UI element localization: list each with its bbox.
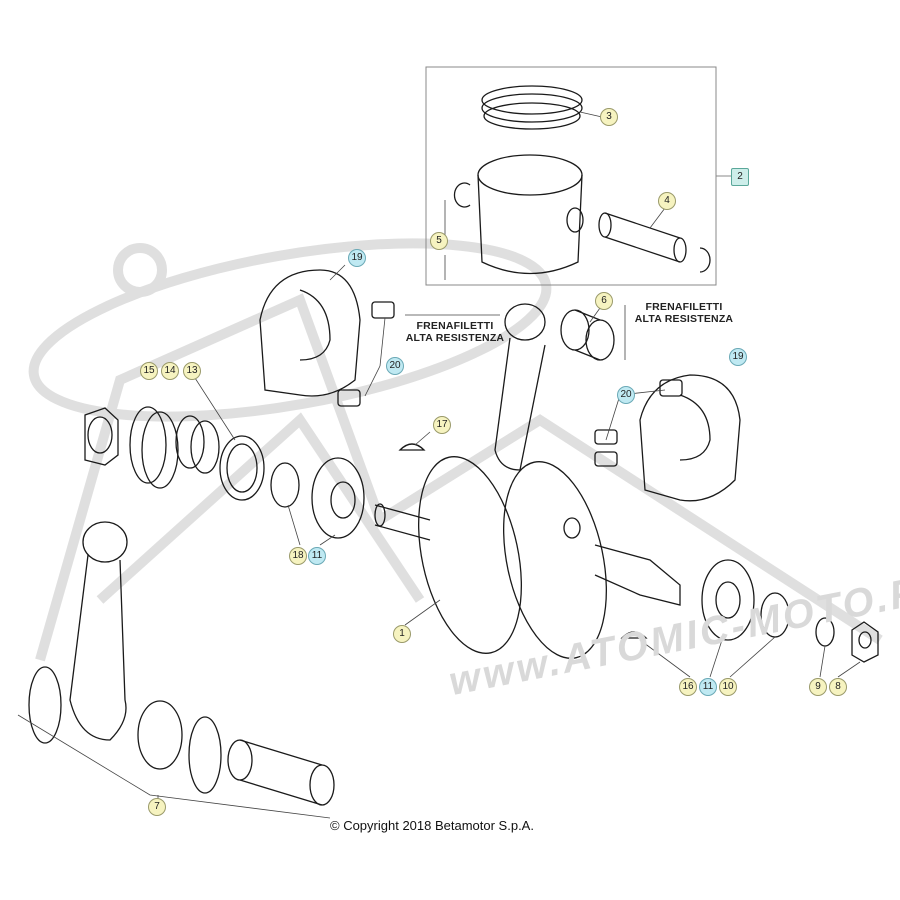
piston-rings [481,85,583,130]
crank-web-right [639,374,741,502]
callout-10[interactable]: 10 [719,678,737,696]
callout-17[interactable]: 17 [433,416,451,434]
callout-2[interactable]: 2 [731,168,749,186]
callout-7[interactable]: 7 [148,798,166,816]
parts-linework [28,85,879,806]
callout-11-right[interactable]: 11 [699,678,717,696]
callout-18[interactable]: 18 [289,547,307,565]
crank-web-left [259,269,361,397]
callout-4[interactable]: 4 [658,192,676,210]
watermark-logo [28,238,883,662]
callout-16[interactable]: 16 [679,678,697,696]
callout-11-left[interactable]: 11 [308,547,326,565]
threadlock-note-right-line2: ALTA RESISTENZA [634,313,734,325]
piston-pin [598,212,687,263]
callout-6[interactable]: 6 [595,292,613,310]
callout-20-left[interactable]: 20 [386,357,404,375]
needle-bearing-top [560,309,615,361]
callout-9[interactable]: 9 [809,678,827,696]
threadlock-note-left-line2: ALTA RESISTENZA [405,332,505,344]
threadlock-note-left: FRENAFILETTI ALTA RESISTENZA [405,320,505,344]
woodruff-key-bottom [620,631,648,639]
callout-5[interactable]: 5 [430,232,448,250]
bolts [337,301,683,467]
callout-1[interactable]: 1 [393,625,411,643]
copyright-text: © Copyright 2018 Betamotor S.p.A. [330,818,534,833]
left-side-parts [84,406,365,539]
callout-8[interactable]: 8 [829,678,847,696]
piston [477,154,584,275]
callout-15[interactable]: 15 [140,362,158,380]
circlip-left [453,182,471,208]
callout-3[interactable]: 3 [600,108,618,126]
callout-19-right[interactable]: 19 [729,348,747,366]
callout-19-left[interactable]: 19 [348,249,366,267]
callout-13[interactable]: 13 [183,362,201,380]
callout-20-right[interactable]: 20 [617,386,635,404]
threadlock-note-right-line1: FRENAFILETTI [645,301,723,313]
crankshaft [374,456,681,659]
woodruff-key-top [398,443,426,451]
circlip-right [699,247,711,273]
threadlock-note-left-line1: FRENAFILETTI [416,320,494,332]
threadlock-note-right: FRENAFILETTI ALTA RESISTENZA [628,301,740,325]
callout-14[interactable]: 14 [161,362,179,380]
piston-kit-box [425,66,732,286]
leader-lines [17,111,861,819]
conrod-kit [28,521,335,806]
